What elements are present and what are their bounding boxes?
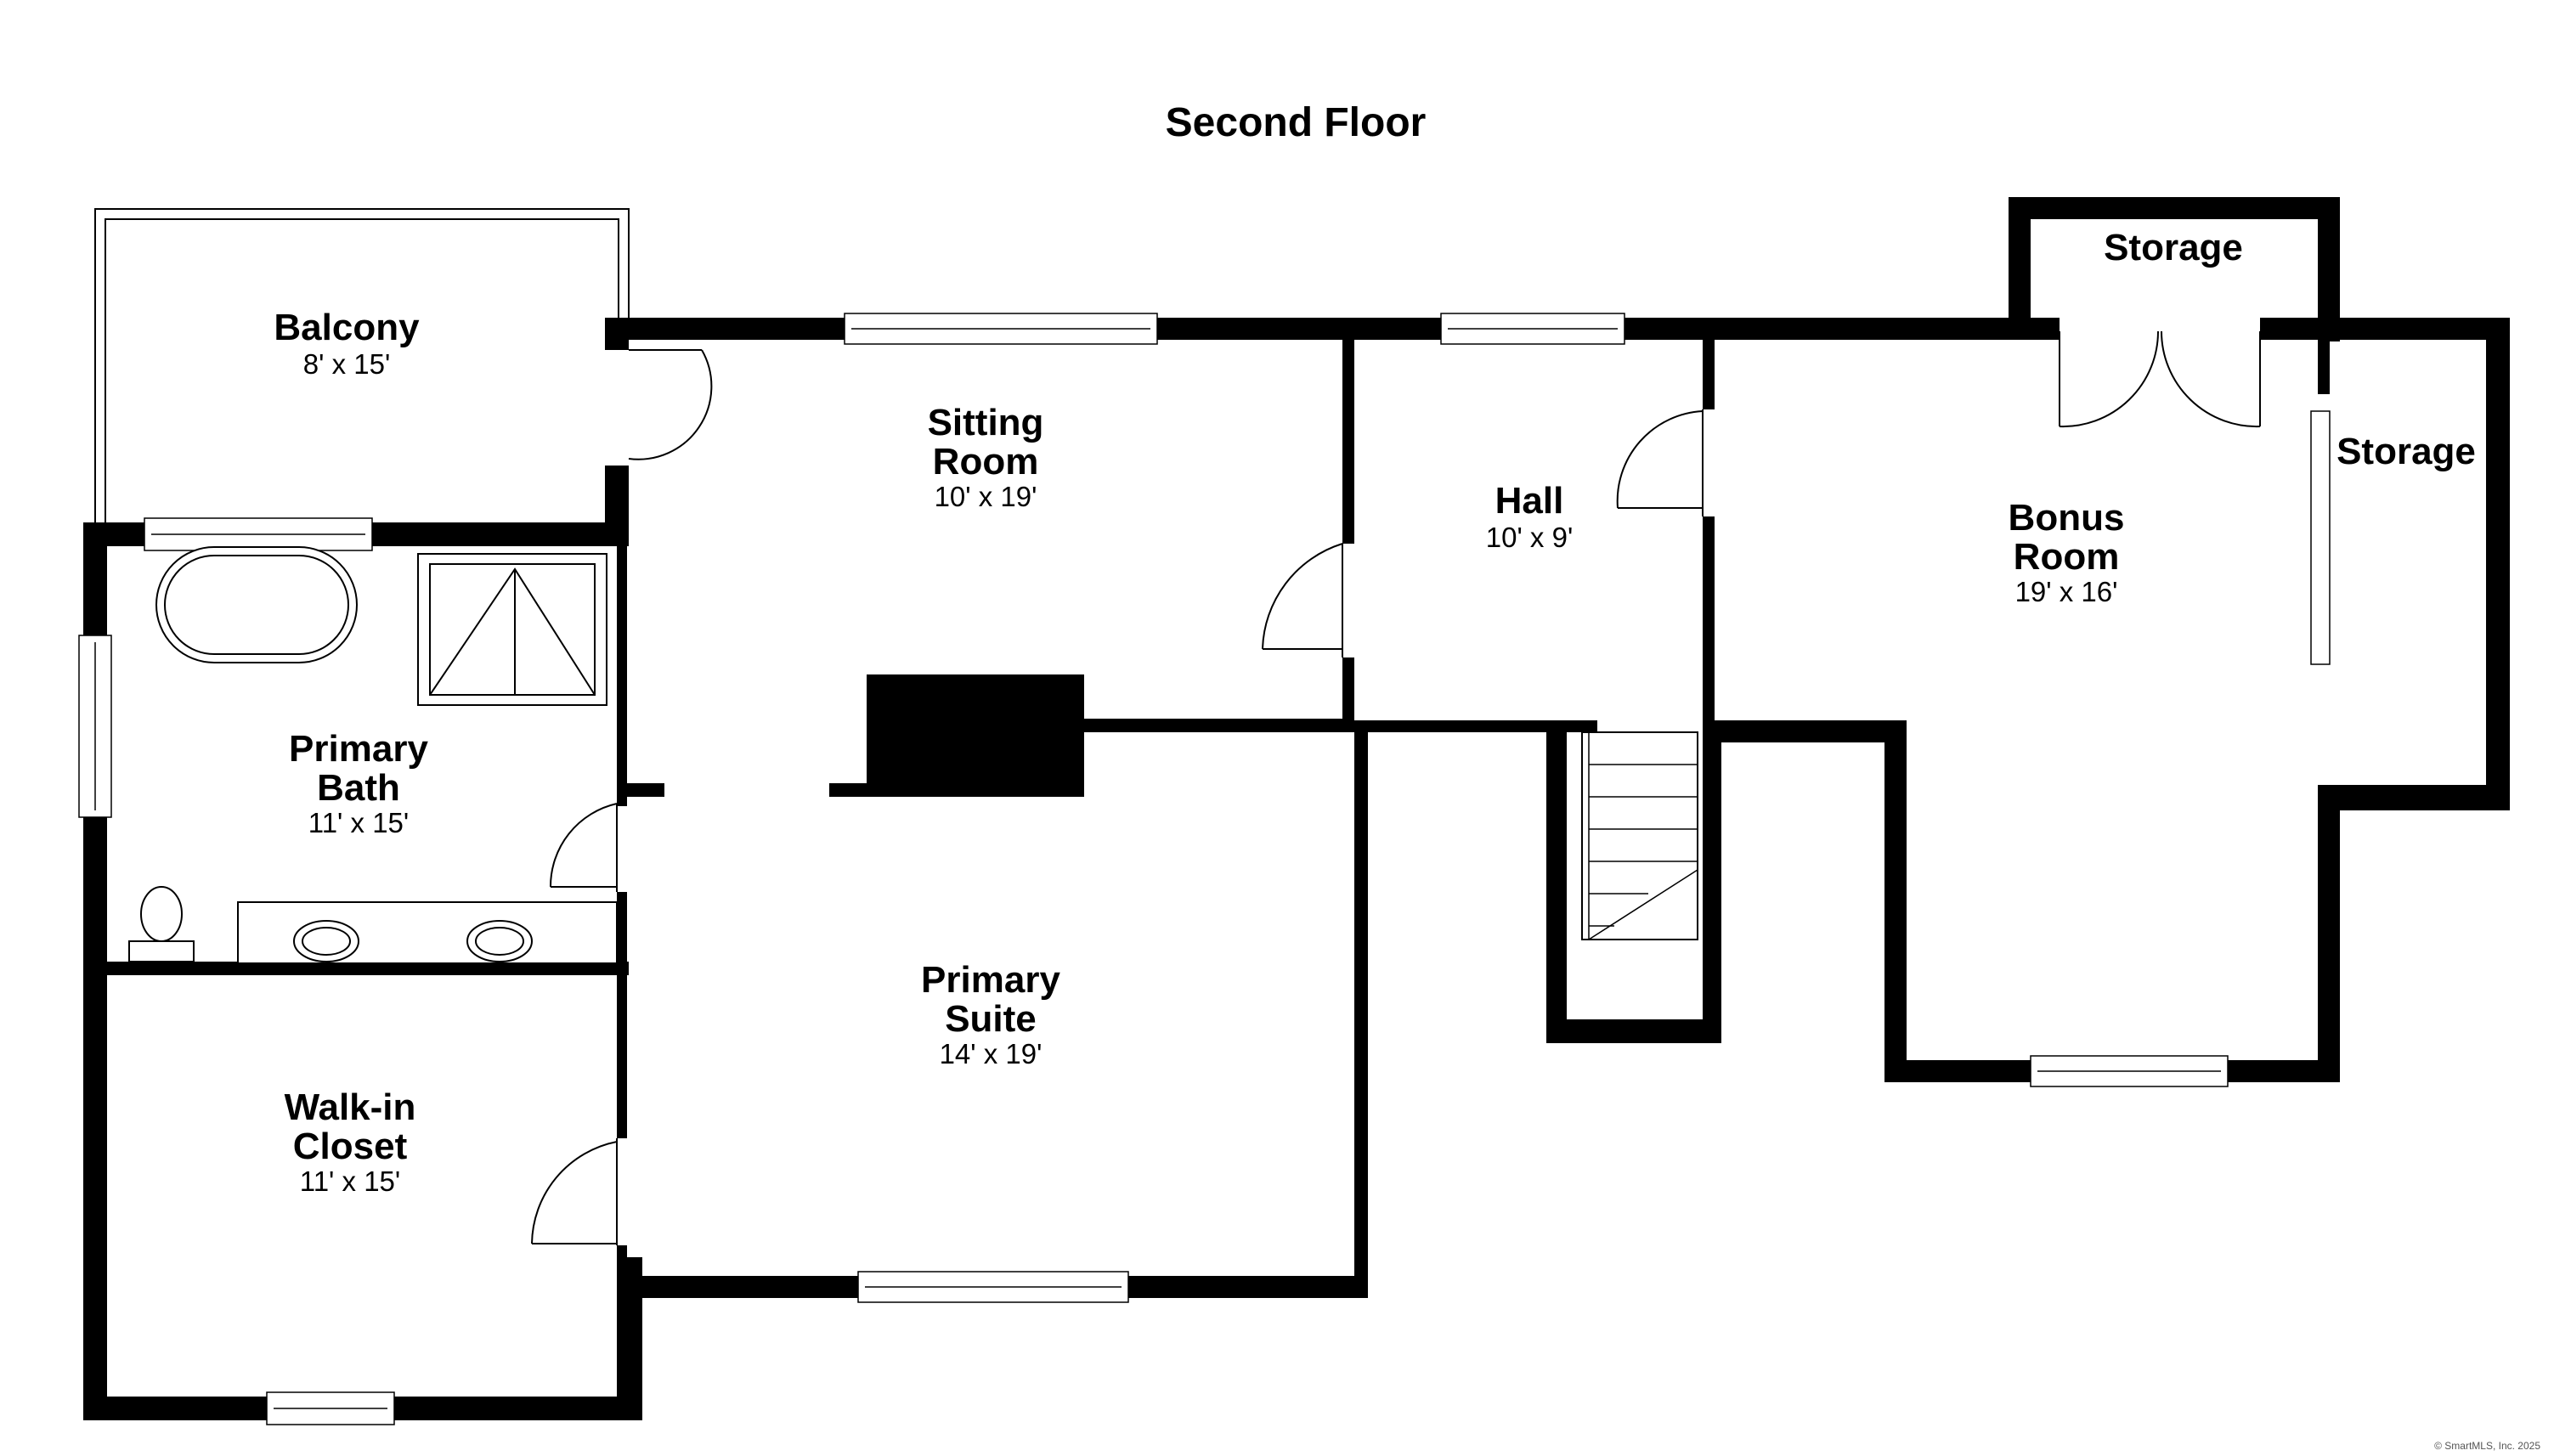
room-bath-name-1: Primary — [289, 728, 428, 770]
doors — [531, 330, 2261, 1245]
credit-text: © SmartMLS, Inc. 2025 — [2434, 1440, 2540, 1452]
room-bonus-name-2: Room — [2014, 536, 2120, 578]
room-suite-dims: 14' x 19' — [940, 1038, 1043, 1069]
room-hall-name: Hall — [1495, 480, 1564, 522]
room-balcony-dims: 8' x 15' — [303, 348, 391, 380]
toilet — [140, 886, 183, 942]
room-suite-name-2: Suite — [945, 998, 1037, 1040]
room-sitting-dims: 10' x 19' — [935, 481, 1037, 512]
room-bonus-name-1: Bonus — [2009, 497, 2125, 539]
floor-title: Second Floor — [1166, 100, 1427, 145]
room-storage-right-name: Storage — [2336, 431, 2476, 472]
room-suite-name-1: Primary — [921, 959, 1060, 1001]
room-bath-name-2: Bath — [317, 767, 400, 809]
room-sitting-name-1: Sitting — [928, 402, 1044, 443]
room-balcony-name: Balcony — [274, 307, 420, 348]
balcony-outline — [94, 208, 630, 522]
stairs — [1581, 731, 1698, 940]
windows — [78, 313, 2331, 1425]
fixtures — [128, 546, 618, 964]
room-hall-dims: 10' x 9' — [1486, 522, 1574, 553]
room-closet-dims: 11' x 15' — [300, 1165, 400, 1197]
vanity — [237, 901, 618, 964]
room-storage-top-name: Storage — [2104, 227, 2243, 268]
room-bath-dims: 11' x 15' — [308, 807, 409, 838]
walls — [83, 197, 2510, 1420]
room-sitting-name-2: Room — [933, 441, 1039, 483]
room-closet-name-1: Walk-in — [285, 1086, 416, 1128]
room-bonus-dims: 19' x 16' — [2015, 576, 2118, 607]
room-closet-name-2: Closet — [293, 1126, 408, 1167]
window-storage-right — [2310, 410, 2331, 665]
